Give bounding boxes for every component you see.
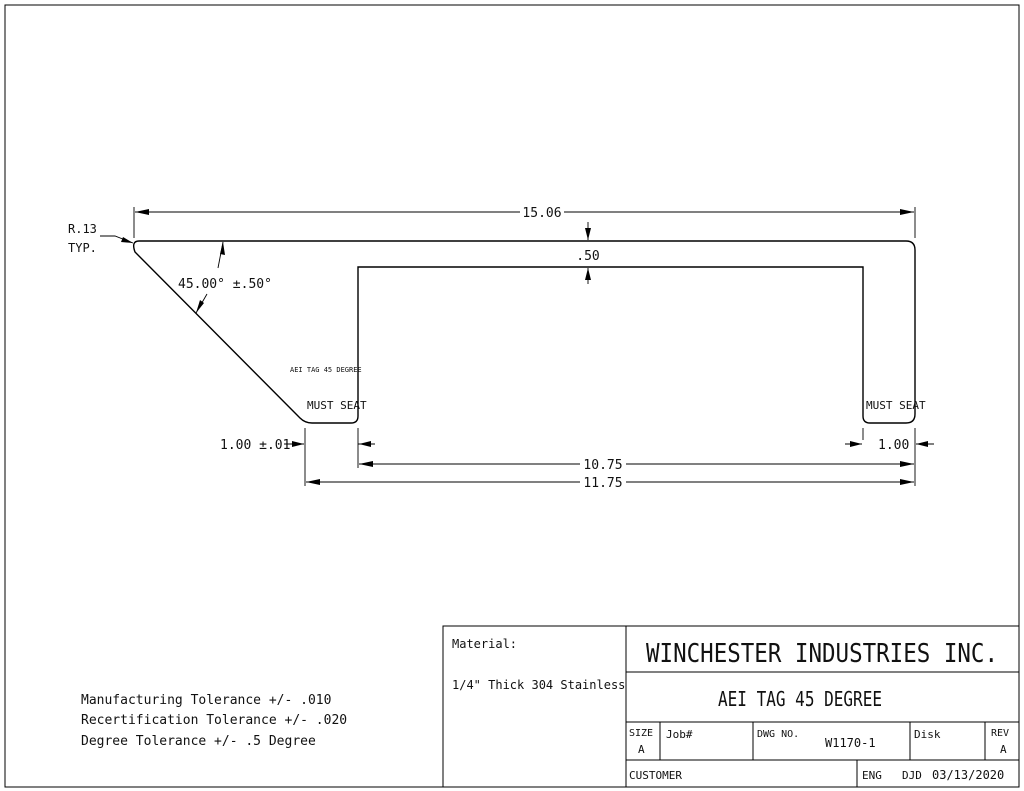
material-label: Material: (452, 637, 517, 651)
sheet-border (4, 4, 1020, 788)
dim-thickness: .50 (576, 222, 600, 284)
job-label: Job# (666, 728, 693, 741)
material-value: 1/4" Thick 304 Stainless (452, 678, 625, 692)
disk-label: Disk (914, 728, 941, 741)
dim-outer-span: 11.75 (306, 476, 914, 491)
dim-angle: 45.00° ±.50° (178, 241, 272, 314)
part-label: AEI TAG 45 DEGREE (290, 366, 362, 374)
drawing-date: 03/13/2020 (932, 768, 1004, 782)
dwg-no-label: DWG NO. (757, 729, 799, 740)
tolerance-note-2: Recertification Tolerance +/- .020 (81, 713, 347, 728)
part-outline (132, 240, 916, 424)
radius-label-line1: R.13 (68, 222, 97, 236)
eng-value: DJD (902, 769, 922, 782)
dim-thickness-label: .50 (576, 249, 599, 264)
customer-label: CUSTOMER (629, 769, 682, 782)
eng-label: ENG (862, 769, 882, 782)
tolerance-note-1: Manufacturing Tolerance +/- .010 (81, 693, 331, 708)
dim-right-leg: 1.00 (845, 438, 934, 453)
dim-outer-span-label: 11.75 (583, 476, 622, 491)
size-label: SIZE (629, 728, 653, 739)
dim-right-leg-label: 1.00 (878, 438, 909, 453)
rev-value: A (1000, 743, 1007, 756)
dim-overall-length-label: 15.06 (522, 206, 561, 221)
title-block: Material: 1/4" Thick 304 Stainless WINCH… (442, 625, 1020, 788)
drawing-title: AEI TAG 45 DEGREE (718, 687, 882, 711)
dim-inner-span-label: 10.75 (583, 458, 622, 473)
company-name: WINCHESTER INDUSTRIES INC. (646, 639, 998, 669)
dim-angle-label: 45.00° ±.50° (178, 277, 272, 292)
dim-radius: R.13 TYP. (68, 222, 134, 255)
dim-left-leg: 1.00 ±.01 (220, 438, 375, 453)
must-seat-right: MUST SEAT (866, 399, 926, 412)
size-value: A (638, 743, 645, 756)
radius-label-line2: TYP. (68, 241, 97, 255)
must-seat-left: MUST SEAT (307, 399, 367, 412)
dim-left-leg-label: 1.00 ±.01 (220, 438, 290, 453)
tolerance-notes: Manufacturing Tolerance +/- .010 Recerti… (81, 693, 347, 749)
dim-inner-span: 10.75 (359, 458, 914, 473)
tolerance-note-3: Degree Tolerance +/- .5 Degree (81, 734, 316, 749)
dwg-no-value: W1170-1 (825, 736, 876, 750)
dim-overall-length: 15.06 (133, 206, 916, 238)
rev-label: REV (991, 728, 1009, 739)
